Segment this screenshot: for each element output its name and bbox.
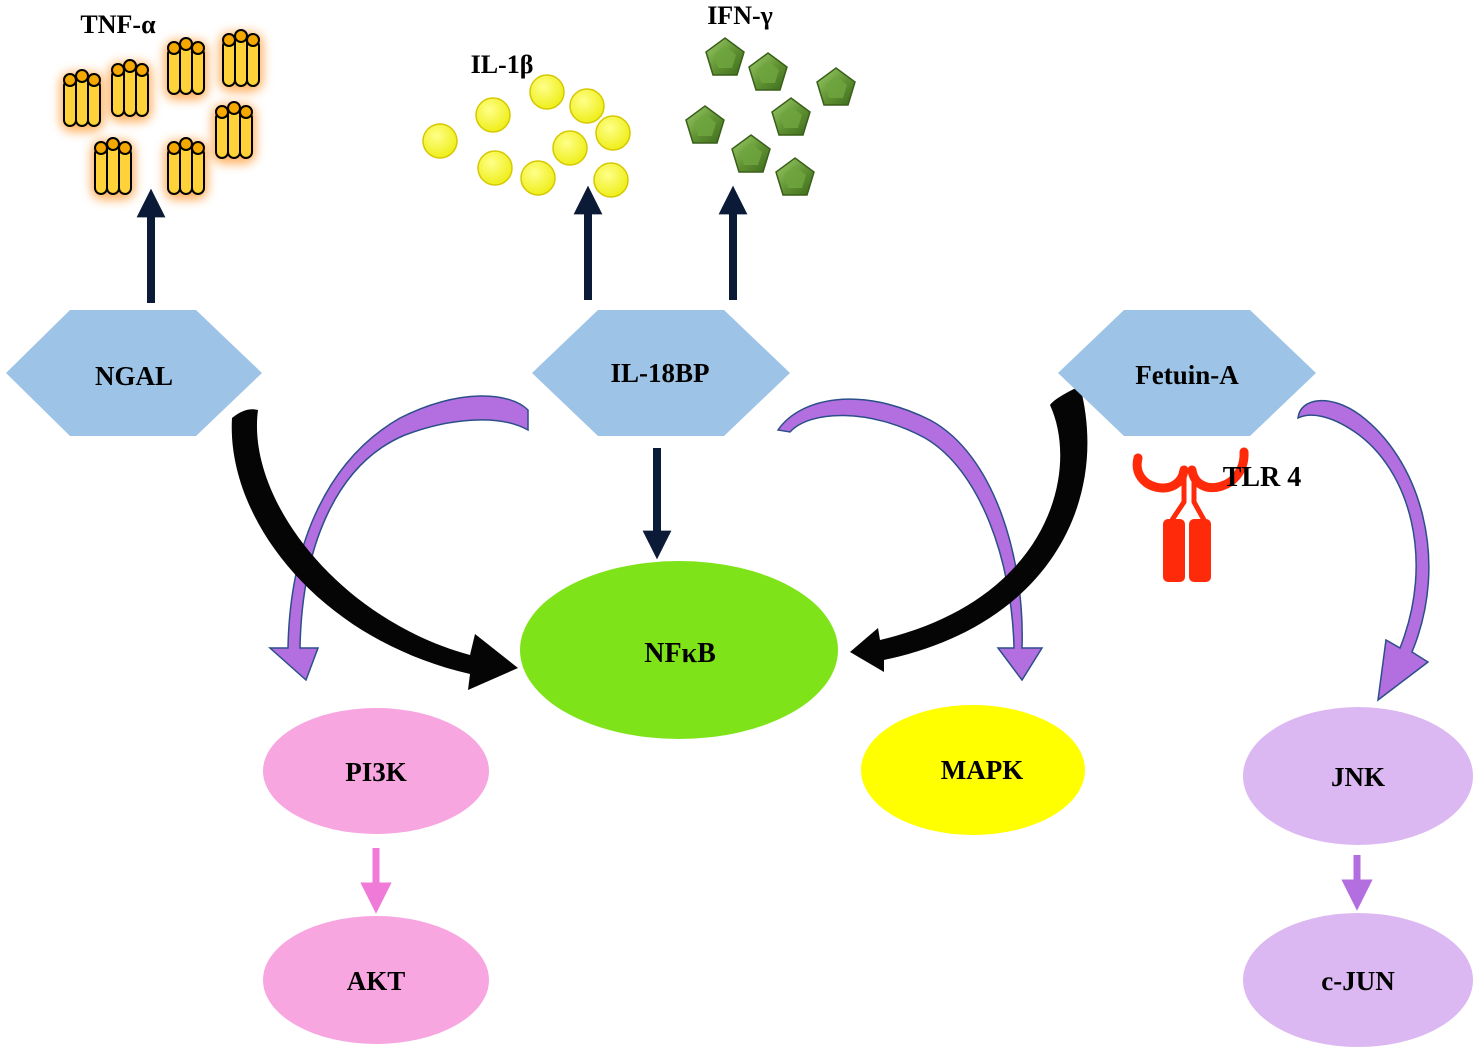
jnk-node: JNK [1243, 707, 1473, 845]
il-1beta-icon [477, 150, 513, 186]
receptor-icon [1132, 447, 1249, 582]
il-1beta-icon [595, 115, 631, 151]
il-1beta-icon [529, 74, 565, 110]
pi3k-label: PI3K [345, 757, 407, 787]
c-jun-ellipse [1243, 913, 1473, 1047]
tnf-alpha-icon [60, 70, 104, 132]
tnf-alpha-icon [91, 138, 135, 200]
nfkb-node: NFκB [520, 561, 838, 739]
ngal-hexagon [6, 310, 262, 436]
ifn-gamma-icon [731, 134, 771, 173]
ifn-gamma-icon [816, 67, 856, 106]
il-1beta-icon [422, 123, 458, 159]
il-1beta-label: IL-1β [471, 50, 534, 79]
fetuin-a-hexagon [1058, 310, 1316, 436]
ifn-gamma-label: IFN-γ [707, 1, 773, 30]
il18bp-to-mapk-arrow [776, 398, 1044, 682]
tnf-alpha-icon [108, 60, 152, 122]
akt-ellipse [263, 916, 489, 1044]
il18bp-node: IL-18BP [532, 310, 790, 436]
mapk-ellipse [861, 705, 1085, 835]
ifn-gamma-icon [705, 37, 745, 76]
ifn-gamma-icon [771, 97, 811, 136]
tnf-alpha-label: TNF-α [80, 10, 156, 39]
pi3k-node: PI3K [263, 708, 489, 834]
ifn-gamma-icon [775, 157, 815, 196]
mapk-node: MAPK [861, 705, 1085, 835]
c-jun-label: c-JUN [1321, 966, 1395, 996]
mapk-label: MAPK [941, 755, 1023, 785]
fetuin-a-to-jnk-arrow [1297, 400, 1430, 702]
ngal-node: NGAL [6, 310, 262, 436]
il-1beta-icon [475, 97, 511, 133]
black-curved-arrows [231, 386, 1088, 690]
akt-node: AKT [263, 916, 489, 1044]
jnk-ellipse [1243, 707, 1473, 845]
fetuin-a-to-nfkb-arrow [850, 386, 1088, 672]
tlr4-receptor: TLR 4 [1132, 447, 1302, 582]
ngal-label: NGAL [95, 361, 173, 391]
il-1beta-icon [593, 162, 629, 198]
il-1beta-cluster [422, 74, 631, 198]
c-jun-node: c-JUN [1243, 913, 1473, 1047]
fetuin-a-label: Fetuin-A [1135, 360, 1239, 390]
tnf-alpha-icon [212, 102, 256, 164]
jnk-label: JNK [1331, 762, 1385, 792]
il-1beta-icon [552, 130, 588, 166]
akt-label: AKT [347, 966, 406, 996]
il-1beta-icon [520, 160, 556, 196]
tlr4-label: TLR 4 [1223, 462, 1302, 493]
pi3k-ellipse [263, 708, 489, 834]
nfkb-label: NFκB [644, 638, 716, 669]
ifn-gamma-icon [685, 105, 725, 144]
il18bp-hexagon [532, 310, 790, 436]
purple-curved-arrows [268, 395, 1430, 702]
il-1beta-icon [569, 88, 605, 124]
ifn-gamma-cluster [685, 37, 856, 196]
tnf-alpha-icon [219, 30, 263, 92]
navy-arrows [136, 185, 748, 560]
tnf-alpha-icon [164, 138, 208, 200]
ifn-gamma-icon [748, 52, 788, 91]
tnf-alpha-cluster [60, 30, 263, 200]
fetuin-a-node: Fetuin-A [1058, 310, 1316, 436]
il18bp-label: IL-18BP [610, 358, 709, 388]
nfkb-ellipse [520, 561, 838, 739]
il18bp-to-pi3k-arrow [268, 395, 529, 682]
ngal-to-nfkb-arrow [231, 409, 518, 690]
tnf-alpha-icon [164, 38, 208, 100]
